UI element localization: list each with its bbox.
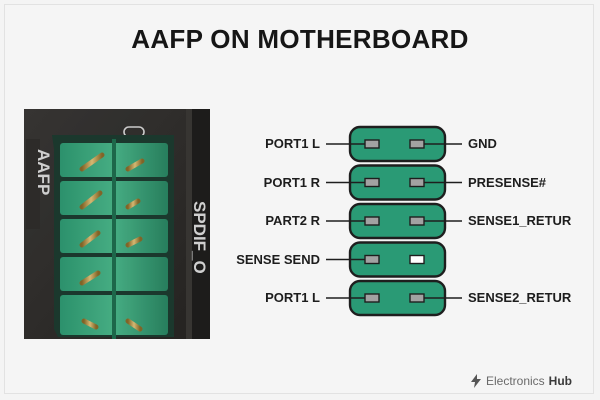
pin-right-1 bbox=[409, 139, 425, 149]
pin-left-1 bbox=[364, 139, 380, 149]
board-silkscreen-aafp: AAFP bbox=[34, 149, 53, 195]
pin-label-right: GND bbox=[468, 136, 497, 151]
pin-label-right: PRESENSE# bbox=[468, 174, 547, 190]
pin-label-left: SENSE SEND bbox=[236, 251, 320, 267]
brand-logo: Electronics Hub bbox=[470, 374, 572, 388]
pin-right-5 bbox=[409, 293, 425, 303]
board-silkscreen-spdif: SPDIF_O bbox=[190, 201, 209, 274]
page-title: AAFP ON MOTHERBOARD bbox=[131, 24, 469, 54]
pin-label-right: SENSE2_RETUR bbox=[468, 290, 572, 305]
pin-label-left: PORT1 L bbox=[265, 290, 320, 305]
pin-label-left: PART2 R bbox=[265, 213, 320, 228]
pin-left-2 bbox=[364, 177, 380, 188]
motherboard-photo: AAFP SPDIF_O bbox=[24, 109, 210, 339]
lightning-icon bbox=[470, 374, 481, 388]
pin-label-left: PORT1 L bbox=[265, 136, 320, 151]
pin-label-left: PORT1 R bbox=[263, 174, 320, 190]
key-position bbox=[409, 254, 425, 265]
pin-label-right: SENSE1_RETUR bbox=[468, 213, 572, 228]
pin-right-3 bbox=[409, 216, 425, 226]
pin-left-5 bbox=[364, 293, 380, 303]
motherboard-photo-drawing: AAFP SPDIF_O bbox=[24, 109, 210, 339]
pin-left-3 bbox=[364, 216, 380, 226]
pin-left-4 bbox=[364, 254, 380, 265]
brand-name-a: Electronics bbox=[485, 374, 545, 388]
header-connector bbox=[326, 125, 462, 317]
brand-name-b: Hub bbox=[548, 374, 572, 388]
pin-right-2 bbox=[409, 177, 425, 188]
